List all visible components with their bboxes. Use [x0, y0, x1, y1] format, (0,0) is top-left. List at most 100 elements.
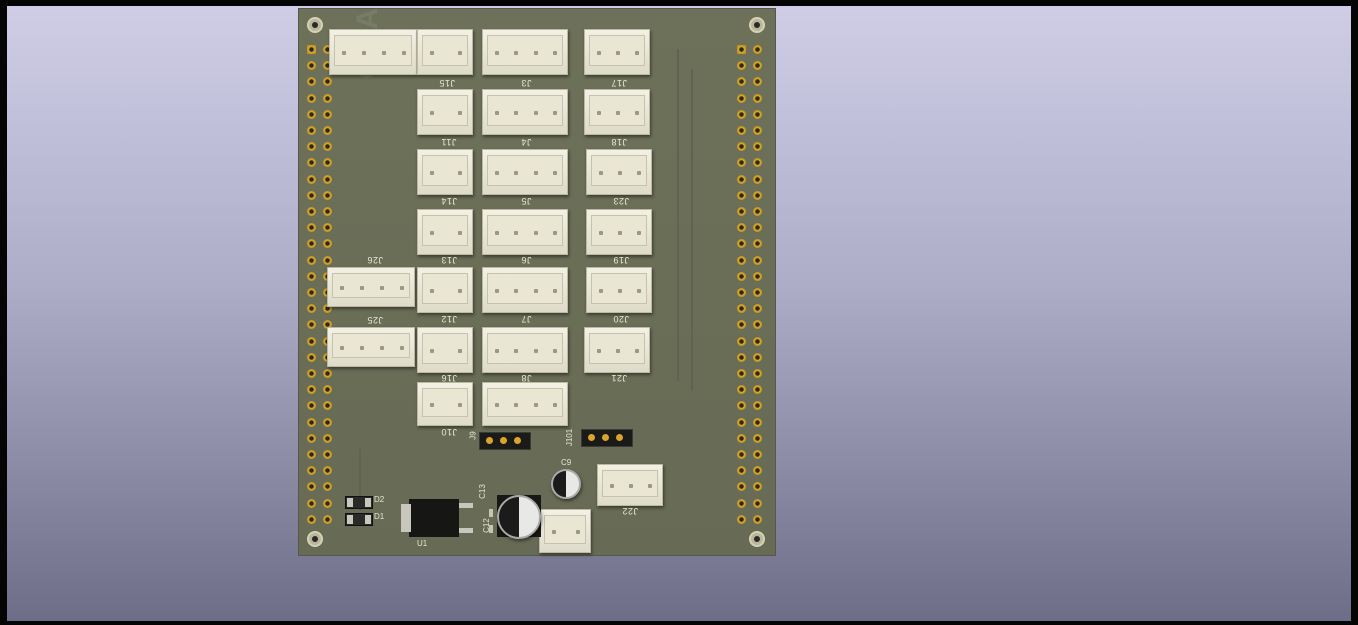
header-pad	[737, 207, 746, 216]
header-pad	[753, 352, 762, 362]
header-pad	[307, 450, 316, 459]
connector-pin	[402, 51, 406, 55]
regulator-u1[interactable]	[401, 499, 473, 537]
header-pad	[753, 77, 762, 87]
connector-pin	[430, 171, 434, 175]
header-pad	[307, 174, 316, 184]
connector-pin	[458, 403, 462, 407]
pcb-board[interactable]: CDAS CNC J15 J3 J17 J11 J4 J18 J14	[299, 6, 775, 555]
label-j23: J23	[613, 196, 630, 206]
header-pad	[753, 45, 762, 54]
header-pad	[753, 304, 762, 314]
header-pad	[737, 239, 746, 249]
connector-j8[interactable]	[482, 327, 568, 373]
connector-j19[interactable]	[586, 209, 652, 255]
connector-pin	[458, 289, 462, 293]
connector-j18[interactable]	[584, 89, 650, 135]
connector-wide-top[interactable]	[329, 29, 417, 75]
connector-j21[interactable]	[584, 327, 650, 373]
header-pad	[323, 417, 332, 427]
diode-d2[interactable]	[345, 496, 373, 509]
label-j14: J14	[441, 196, 458, 206]
header-pad	[323, 514, 332, 524]
label-d2: D2	[374, 495, 385, 504]
header-pad	[737, 450, 746, 459]
connector-pin	[553, 171, 557, 175]
mounting-hole	[749, 531, 765, 547]
connector-pin	[458, 111, 462, 115]
connector-pin	[576, 530, 580, 534]
smd-capacitor	[489, 509, 493, 517]
header-pad	[307, 271, 316, 281]
label-j4: J4	[521, 137, 532, 147]
pin-header-j101[interactable]	[581, 429, 633, 447]
header-pad	[753, 255, 762, 265]
connector-pin	[533, 349, 538, 353]
pin-header-j9[interactable]	[479, 432, 531, 450]
connector-j4[interactable]	[482, 89, 568, 135]
header-pad	[307, 336, 316, 346]
connector-pin	[382, 51, 386, 55]
connector-j5[interactable]	[482, 149, 568, 195]
label-j7: J7	[521, 314, 532, 324]
header-pad	[307, 514, 316, 524]
connector-j3[interactable]	[482, 29, 568, 75]
header-pad	[737, 61, 746, 71]
header-pad	[323, 450, 332, 459]
diode-d1[interactable]	[345, 513, 373, 526]
header-pad	[323, 239, 332, 249]
connector-pin	[597, 51, 601, 55]
label-j10: J10	[441, 427, 458, 437]
connector-pin	[430, 51, 434, 55]
label-c9: C9	[561, 458, 572, 467]
connector-j7[interactable]	[482, 267, 568, 313]
label-j5: J5	[521, 196, 532, 206]
connector-pin	[553, 51, 557, 55]
connector-pin	[553, 231, 557, 235]
label-j3: J3	[521, 78, 532, 88]
connector-j14[interactable]	[417, 149, 473, 195]
connector-pin	[597, 349, 601, 353]
connector-j6[interactable]	[482, 209, 568, 255]
header-pad	[307, 207, 316, 216]
header-pad	[323, 207, 332, 216]
connector-j16[interactable]	[417, 327, 473, 373]
connector-pin	[495, 171, 499, 175]
connector-pin	[553, 289, 557, 293]
connector-pin	[340, 286, 344, 290]
header-pad	[737, 223, 746, 233]
header-pad	[737, 288, 746, 297]
connector-pin	[635, 349, 639, 353]
connector-j17[interactable]	[584, 29, 650, 75]
connector-j11[interactable]	[417, 89, 473, 135]
connector-pin	[533, 51, 538, 55]
connector-j24[interactable]	[482, 382, 568, 426]
connector-j25[interactable]	[327, 327, 415, 367]
electrolytic-capacitor-c9[interactable]	[551, 469, 581, 499]
connector-j22[interactable]	[597, 464, 663, 506]
3d-viewport[interactable]: CDAS CNC J15 J3 J17 J11 J4 J18 J14	[7, 6, 1351, 621]
connector-j23[interactable]	[586, 149, 652, 195]
connector-pin	[458, 349, 462, 353]
header-pad	[753, 223, 762, 233]
connector-power[interactable]	[539, 509, 591, 553]
header-pad	[737, 369, 746, 378]
connector-j12[interactable]	[417, 267, 473, 313]
connector-j10[interactable]	[417, 382, 473, 426]
header-pad	[307, 482, 316, 492]
header-pad	[753, 466, 762, 476]
header-pad	[753, 385, 762, 395]
label-j11: J11	[441, 137, 457, 147]
label-j26: J26	[367, 255, 384, 265]
connector-j20[interactable]	[586, 267, 652, 313]
header-pad	[753, 320, 762, 330]
header-pad	[753, 93, 762, 103]
connector-j15[interactable]	[417, 29, 473, 75]
header-pad	[753, 109, 762, 119]
header-pad	[307, 126, 316, 135]
header-pad	[307, 239, 316, 249]
electrolytic-capacitor[interactable]	[497, 495, 541, 539]
connector-j26[interactable]	[327, 267, 415, 307]
header-pad	[737, 174, 746, 184]
connector-j13[interactable]	[417, 209, 473, 255]
